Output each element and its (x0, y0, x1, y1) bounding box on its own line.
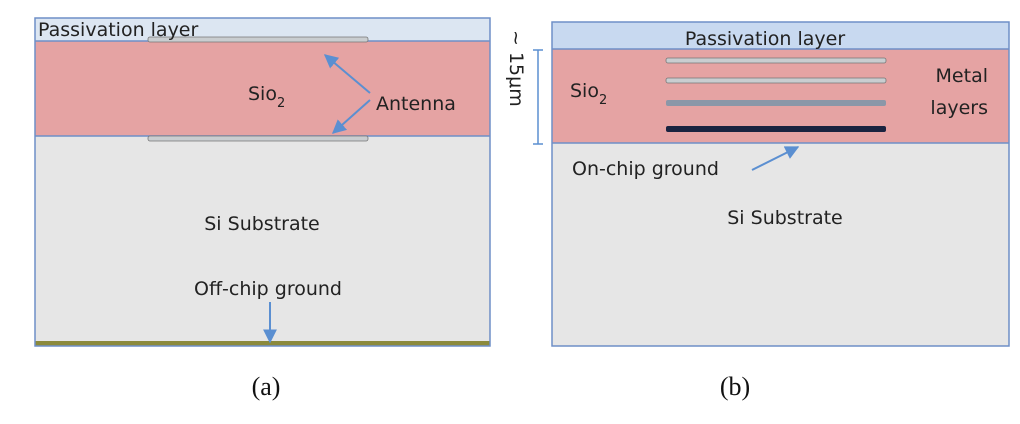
caption-b: (b) (720, 372, 750, 401)
off-chip-ground-label: Off-chip ground (194, 278, 342, 300)
passivation-layer-b (552, 22, 1009, 49)
substrate-layer-a (35, 136, 490, 341)
thickness-label: ~ 15μm (505, 30, 527, 107)
substrate-layer-b (552, 143, 1009, 346)
antenna-label: Antenna (376, 93, 456, 115)
panel-b: Passivation layer Sio2 Metal layers On-c… (505, 21, 1010, 401)
metal-layer-3 (666, 100, 886, 106)
metal-layers-label-line1: Metal (936, 65, 988, 87)
arrow-icon (323, 54, 371, 94)
metal-layer-1 (665, 57, 887, 64)
sio2-label-b: Sio2 (570, 80, 607, 108)
arrow-icon (331, 99, 371, 134)
on-chip-ground-metal (666, 126, 886, 132)
oxide-layer-a (35, 41, 490, 136)
metal-layer-2 (665, 77, 887, 84)
passivation-layer-label-b: Passivation layer (685, 28, 846, 50)
metal-layers-label-line2: layers (930, 97, 988, 119)
caption-a: (a) (252, 372, 281, 401)
on-chip-ground-label: On-chip ground (572, 158, 719, 180)
si-substrate-label-b: Si Substrate (727, 207, 842, 229)
dimension-bracket-icon (533, 49, 543, 145)
antenna-bottom-plate (147, 135, 369, 142)
sio2-label-a: Sio2 (248, 83, 285, 111)
passivation-layer-a (35, 18, 490, 41)
si-substrate-label-a: Si Substrate (204, 213, 319, 235)
panel-a-outline (34, 17, 491, 347)
panel-b-outline (551, 21, 1010, 347)
arrow-icon (751, 146, 800, 171)
antenna-top-plate (147, 36, 369, 43)
passivation-layer-label-a: Passivation layer (38, 19, 199, 41)
off-chip-ground-plane (35, 341, 490, 346)
panel-a: Passivation layer Sio2 Antenna Si Substr… (34, 17, 491, 401)
